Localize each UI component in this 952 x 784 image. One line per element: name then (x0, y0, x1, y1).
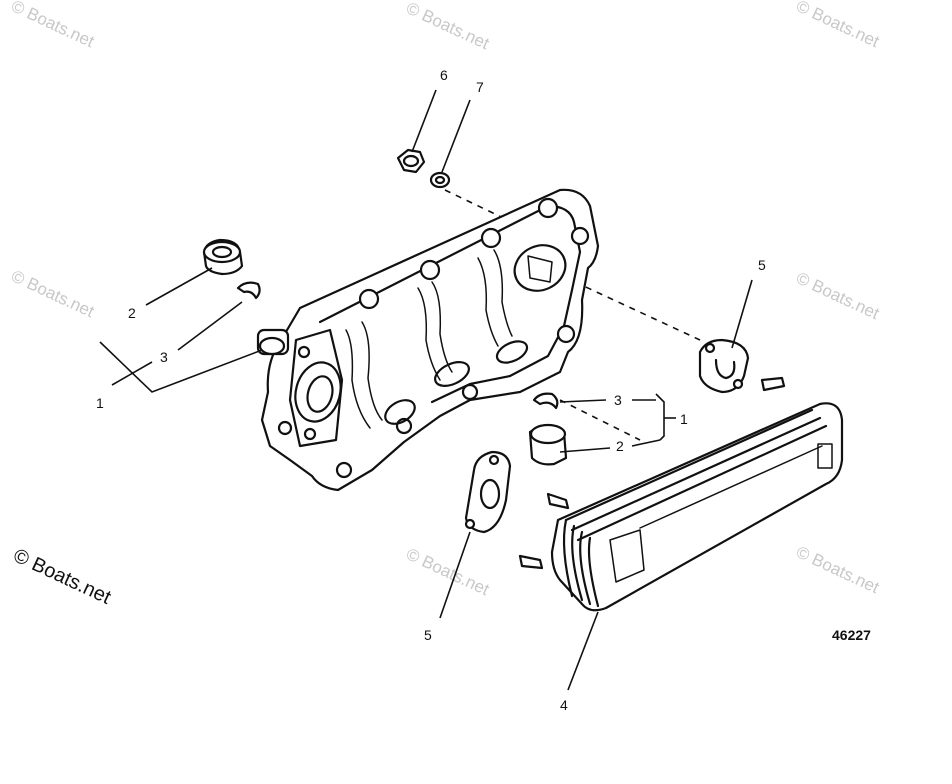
gasket-bottom (464, 450, 512, 534)
nut-and-washer-parts (396, 148, 451, 189)
callout-5-right: 5 (758, 257, 766, 273)
callout-7: 7 (476, 79, 484, 95)
oil-cooler-part (518, 376, 844, 612)
plug-and-oring-left (202, 238, 261, 300)
callout-2-right: 2 (616, 438, 624, 454)
callout-1-left: 1 (96, 395, 104, 411)
watermark-text: © Boats.net (793, 268, 882, 323)
callout-2-left: 2 (128, 305, 136, 321)
watermark-text: © Boats.net (793, 542, 882, 597)
callout-3-right: 3 (614, 392, 622, 408)
leader-lines (99, 89, 753, 691)
callout-1-right: 1 (680, 411, 688, 427)
callout-3-left: 3 (160, 349, 168, 365)
gasket-right (698, 338, 750, 394)
figure-number: 46227 (832, 627, 871, 643)
callout-labels: 1 2 3 6 7 5 3 1 2 5 4 (96, 67, 766, 713)
watermark-text: © Boats.net (793, 0, 882, 51)
watermark-text: © Boats.net (8, 266, 97, 321)
callout-5-bottom: 5 (424, 627, 432, 643)
watermark-text: © Boats.net (403, 544, 492, 599)
alignment-lines (444, 189, 701, 441)
callout-4: 4 (560, 697, 568, 713)
copyright-text: © Boats.net (10, 545, 115, 609)
watermark-text: © Boats.net (8, 0, 97, 51)
plug-and-oring-right (528, 392, 568, 466)
callout-6: 6 (440, 67, 448, 83)
cover-housing-part (256, 188, 600, 492)
watermark-text: © Boats.net (403, 0, 492, 53)
